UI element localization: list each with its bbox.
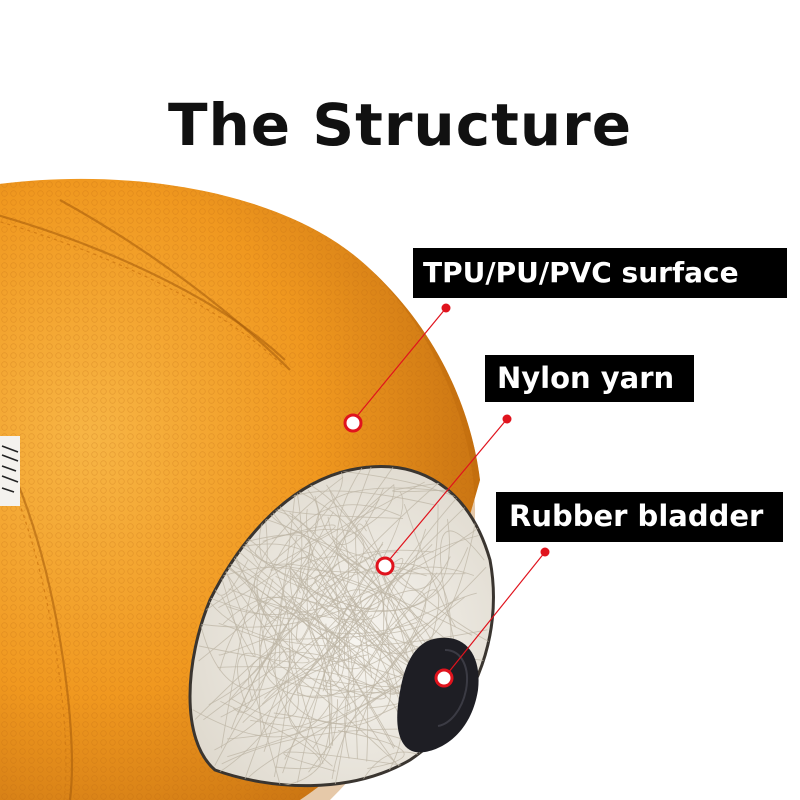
yarn-strand [207, 544, 346, 687]
yarn-strand [365, 520, 451, 590]
callout-marker-surface [343, 413, 363, 433]
label-surface: TPU/PU/PVC surface [413, 248, 787, 298]
yarn-strand [220, 700, 321, 770]
yarn-strand [306, 509, 336, 606]
yarn-strand [248, 651, 432, 701]
yarn-strand [208, 469, 303, 706]
label-rubber-bladder: Rubber bladder [496, 492, 783, 542]
callout-dot-surface-end [441, 303, 451, 313]
yarn-strand [344, 485, 395, 539]
rubber-bladder [397, 637, 479, 753]
yarn-strand [316, 549, 434, 764]
yarn-strand [264, 622, 428, 640]
yarn-strand [283, 751, 418, 772]
yarn-strand [287, 466, 485, 654]
yarn-strand [296, 466, 374, 643]
callout-points [343, 303, 550, 688]
yarn-strand [344, 466, 490, 759]
yarn-strand [205, 566, 350, 786]
yarn-strand [200, 588, 488, 647]
yarn-strand [198, 534, 311, 662]
yarn-strand [242, 654, 368, 724]
yarn-strand [237, 652, 401, 768]
yarn-strand [220, 575, 260, 749]
yarn-strand [222, 596, 334, 746]
callout-marker-bladder [434, 668, 454, 688]
yarn-strand [274, 699, 338, 786]
yarn-strand [403, 503, 456, 627]
yarn-strand [275, 512, 380, 610]
yarn-strand [259, 535, 384, 621]
yarn-strand [218, 627, 292, 656]
yarn-strand [261, 658, 326, 760]
yarn-strand [270, 481, 425, 571]
yarn-strand [322, 498, 475, 698]
callout-line-surface [352, 307, 447, 422]
callout-line-bladder [443, 551, 546, 679]
yarn-strand [256, 589, 403, 724]
yarn-strand [192, 703, 331, 738]
yarn-strand [288, 614, 373, 749]
yarn-strand [256, 563, 473, 636]
yarn-strand [274, 484, 395, 767]
yarn-strand [233, 557, 397, 695]
yarn-strand [217, 666, 402, 771]
page-title: The Structure [167, 91, 633, 159]
yarn-strand [314, 574, 426, 676]
yarn-strand [227, 522, 487, 615]
callout-marker-nylon [375, 556, 395, 576]
yarn-strand [199, 622, 310, 664]
yarn-strand [327, 516, 384, 565]
yarn-strand [226, 562, 333, 758]
yarn-strand [259, 578, 413, 697]
yarn-strand [267, 508, 340, 677]
yarn-strand [386, 566, 475, 699]
ball-print-mark [0, 436, 20, 506]
yarn-strand [296, 528, 427, 699]
yarn-strand [338, 730, 405, 770]
yarn-strand [326, 584, 358, 760]
yarn-strand [248, 669, 429, 779]
yarn-strand [336, 467, 422, 672]
yarn-strand [271, 528, 365, 606]
yarn-strand [315, 487, 470, 534]
yarn-strand [335, 491, 404, 637]
yarn-strand [204, 489, 350, 620]
yarn-strand [279, 557, 360, 665]
yarn-strand [339, 553, 458, 649]
yarn-strand [296, 518, 450, 613]
callout-line-nylon [384, 418, 508, 566]
yarn-strand [439, 530, 485, 680]
callout-dot-nylon-end [502, 414, 512, 424]
yarn-strand [232, 466, 299, 713]
yarn-strand [314, 488, 384, 545]
yarn-strand [220, 592, 477, 718]
callout-lines [352, 307, 546, 679]
callout-dot-bladder-end [540, 547, 550, 557]
yarn-strand [250, 675, 391, 729]
yarn-strand [229, 469, 455, 701]
label-nylon-yarn: Nylon yarn [485, 355, 694, 402]
